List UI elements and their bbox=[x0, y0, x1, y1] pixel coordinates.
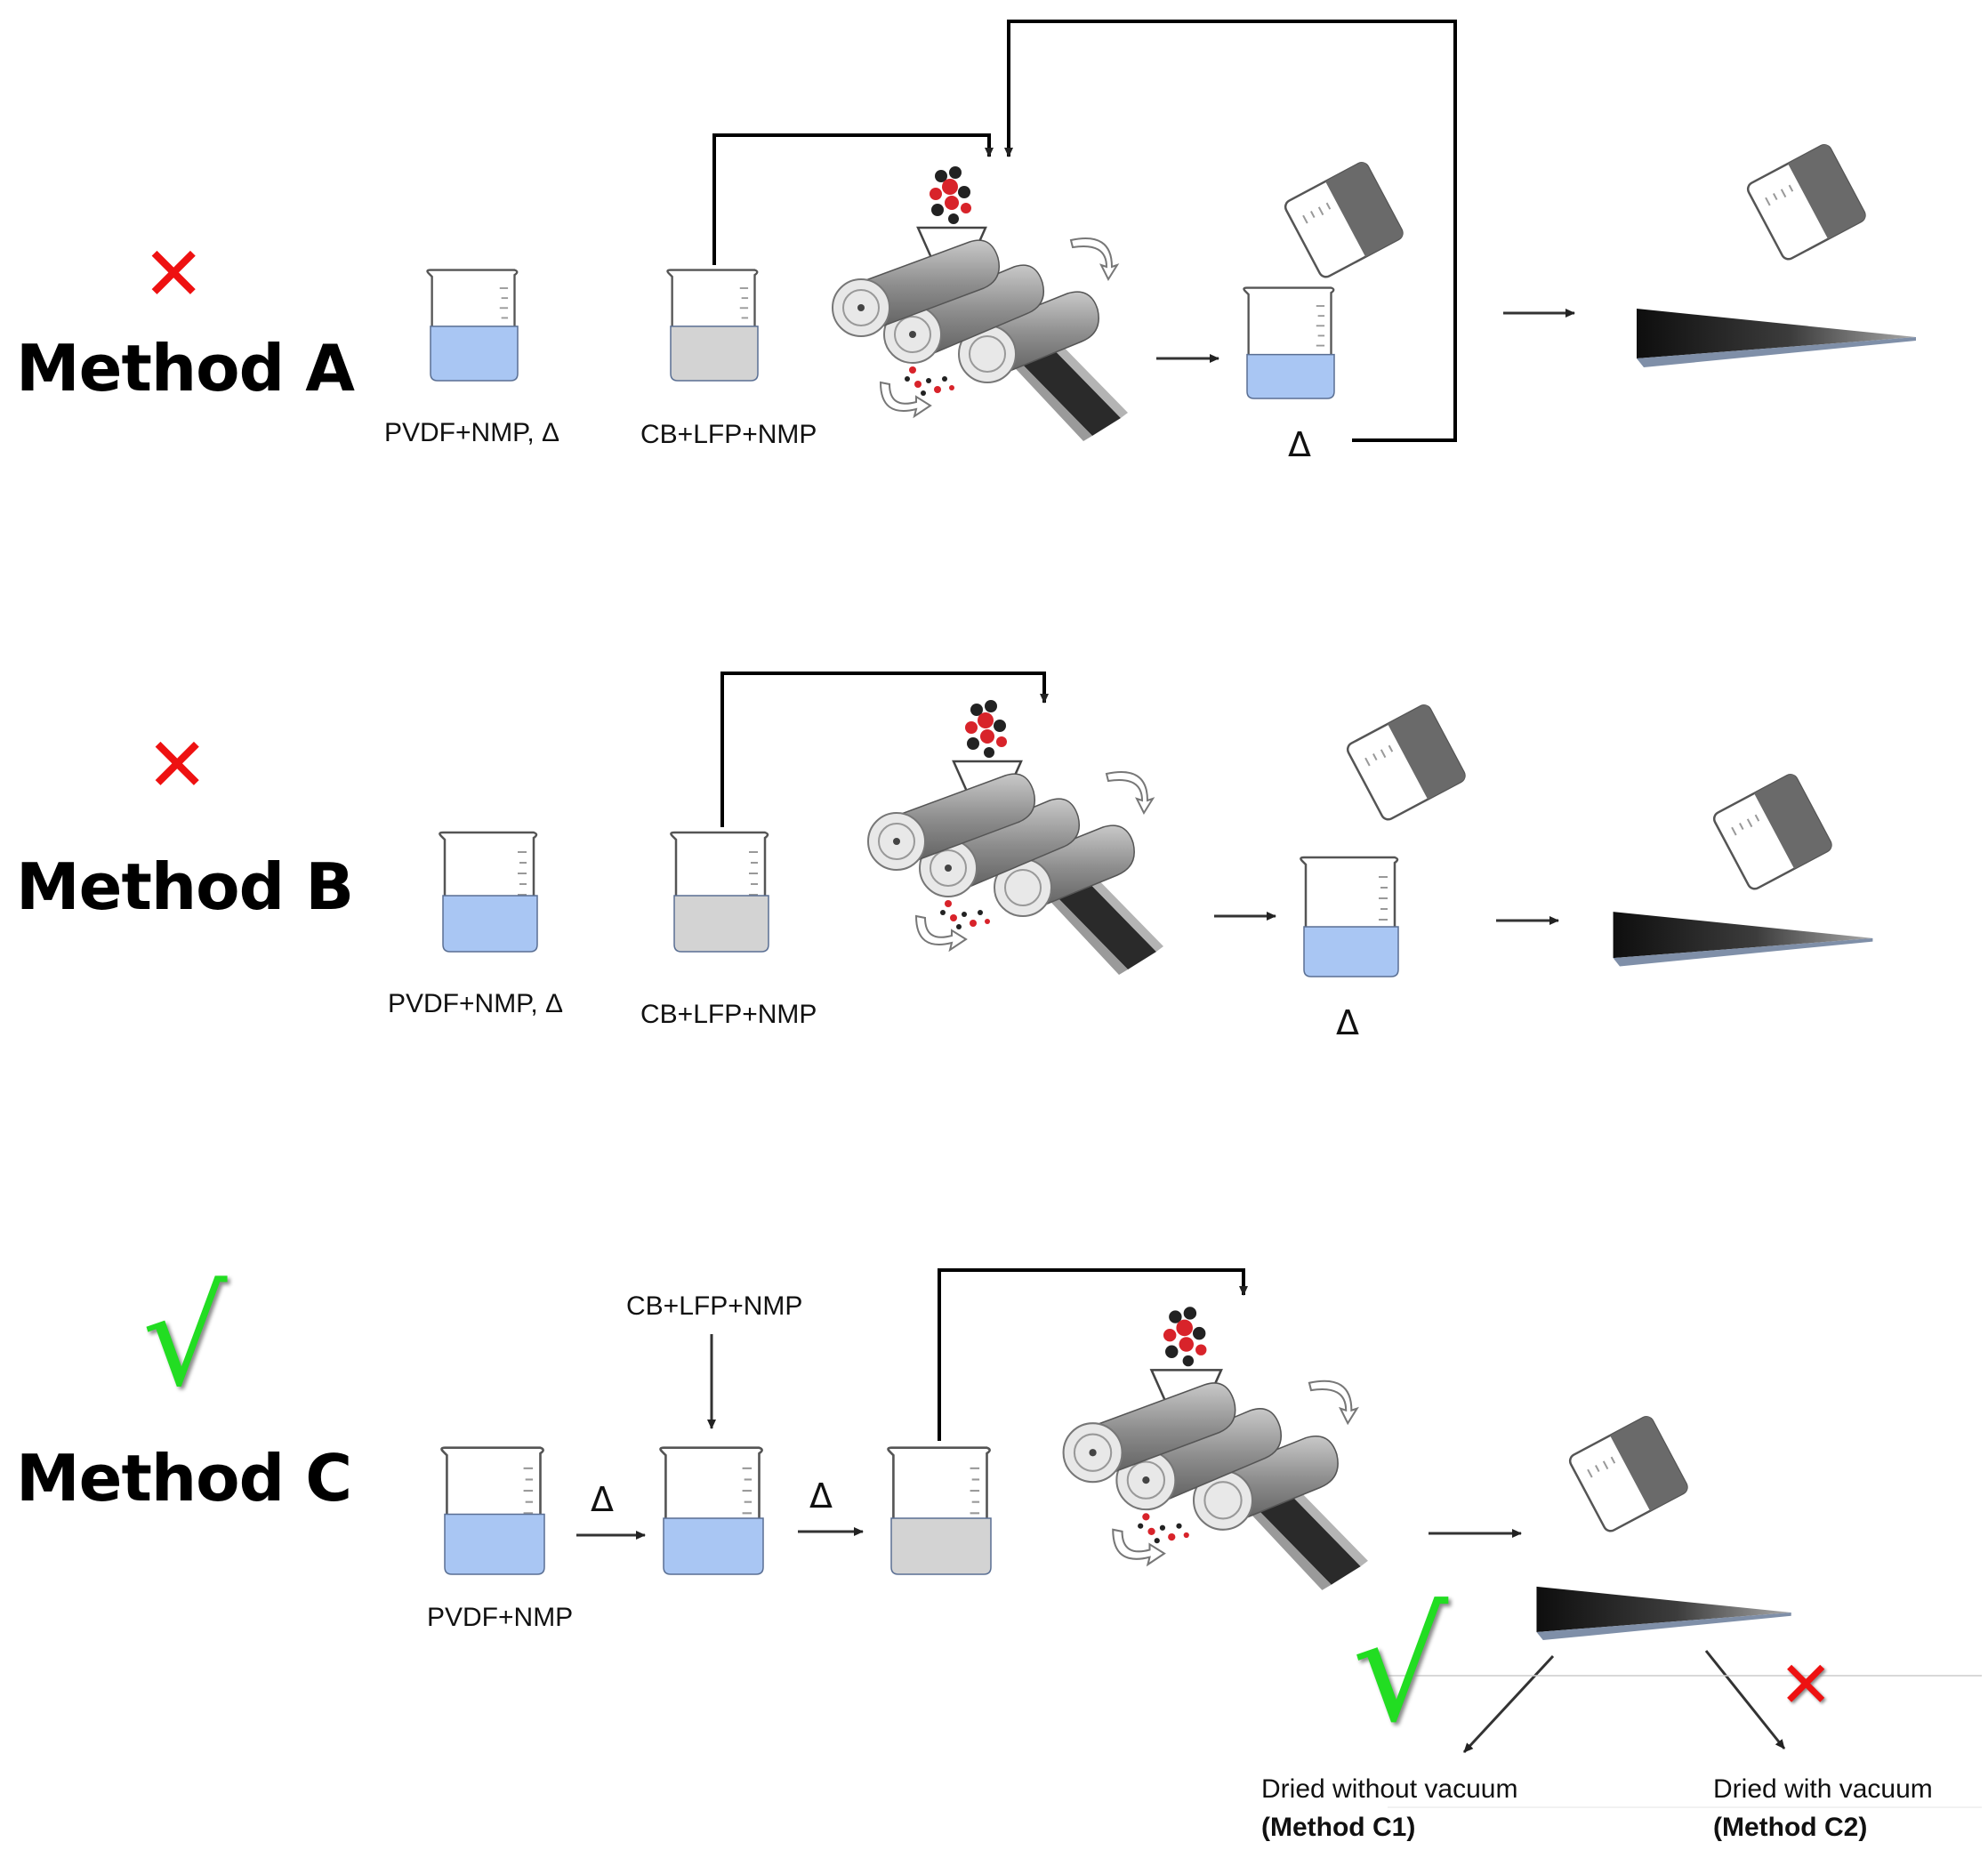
outcome-c1-success-icon: √ bbox=[1352, 1580, 1449, 1756]
method-a-binder-label: PVDF+NMP, Δ bbox=[384, 418, 560, 447]
outcome-c1-method: (Method C1) bbox=[1261, 1813, 1416, 1842]
method-a-slurry-label: CB+LFP+NMP bbox=[640, 420, 817, 449]
method-c-electrode-sheet bbox=[1534, 1583, 1805, 1660]
method-b-slurry-label: CB+LFP+NMP bbox=[640, 1000, 817, 1029]
method-b-title: Method B bbox=[16, 849, 354, 924]
method-a-loop-line bbox=[1004, 20, 1457, 442]
method-a-final-beaker bbox=[1744, 141, 1869, 263]
method-b-fail-icon: ✕ bbox=[146, 721, 209, 808]
method-c-binder-label: PVDF+NMP bbox=[427, 1603, 574, 1632]
method-b-feed-line bbox=[720, 672, 1049, 827]
method-b-electrode-sheet bbox=[1611, 908, 1887, 986]
outcome-c2-method: (Method C2) bbox=[1713, 1813, 1868, 1842]
method-c-slurry-label: CB+LFP+NMP bbox=[626, 1291, 803, 1321]
method-c-final-beaker bbox=[1566, 1413, 1691, 1535]
method-b-final-beaker bbox=[1710, 771, 1835, 893]
method-a-pouring-beaker bbox=[1282, 159, 1406, 281]
method-c-arrow-to-c2 bbox=[1704, 1650, 1786, 1749]
method-a-title: Method A bbox=[16, 331, 355, 406]
method-c-arrow-to-c1 bbox=[1462, 1654, 1555, 1754]
method-b-binder-label: PVDF+NMP, Δ bbox=[388, 989, 564, 1018]
method-c-success-icon: √ bbox=[142, 1261, 228, 1416]
method-a-heat-label: Δ bbox=[1288, 425, 1311, 464]
method-a-mixing-beaker bbox=[1243, 286, 1335, 399]
method-c-heat-label-2: Δ bbox=[809, 1476, 833, 1516]
method-a-binder-beaker bbox=[426, 269, 519, 382]
method-b-mixing-beaker bbox=[1300, 856, 1399, 977]
method-c-binder-beaker bbox=[440, 1446, 545, 1575]
method-c-heated-beaker bbox=[659, 1446, 764, 1575]
method-c-title: Method C bbox=[16, 1441, 352, 1516]
method-c-heat-label-1: Δ bbox=[591, 1480, 614, 1519]
method-a-electrode-sheet bbox=[1635, 305, 1930, 389]
method-b-binder-beaker bbox=[439, 831, 538, 953]
outcome-c1-label: Dried without vacuum bbox=[1261, 1774, 1518, 1804]
method-c-three-roll-mill bbox=[1062, 1305, 1370, 1592]
method-a-feed-line bbox=[712, 133, 994, 265]
method-c-slurry-beaker bbox=[887, 1446, 992, 1575]
method-b-heat-label: Δ bbox=[1336, 1003, 1359, 1042]
method-b-three-roll-mill bbox=[866, 698, 1165, 977]
outcome-c2-fail-icon: ✕ bbox=[1779, 1647, 1833, 1722]
method-b-pouring-beaker bbox=[1344, 702, 1469, 824]
method-a-fail-icon: ✕ bbox=[142, 230, 205, 318]
method-b-slurry-beaker bbox=[670, 831, 769, 953]
method-a-three-roll-mill bbox=[831, 165, 1130, 443]
outcome-c2-label: Dried with vacuum bbox=[1713, 1774, 1933, 1804]
method-a-slurry-beaker bbox=[666, 269, 759, 382]
method-c-feed-line bbox=[938, 1268, 1248, 1441]
